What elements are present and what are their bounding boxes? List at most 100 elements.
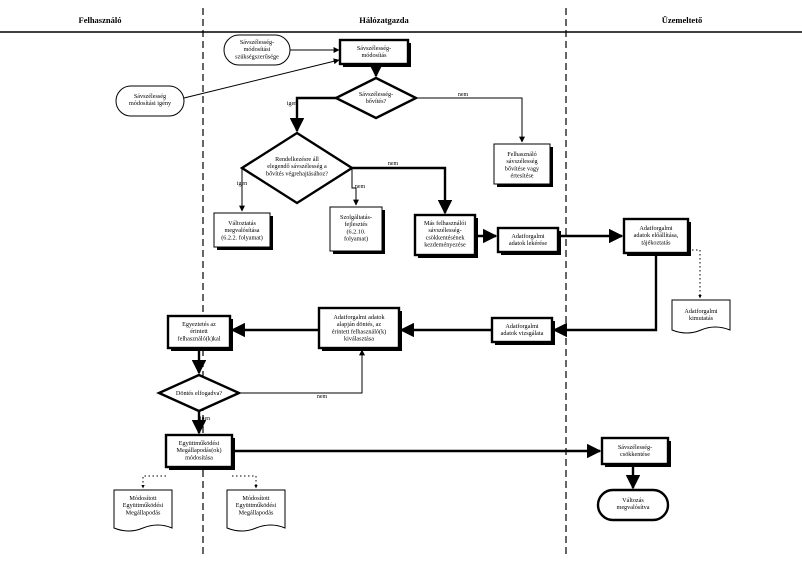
label-line: (6.2.10.	[346, 228, 366, 235]
label-line: módosítása	[185, 454, 213, 461]
label-available-no-other: nem	[388, 161, 399, 167]
label-line: sávszélesség-	[428, 227, 461, 234]
label-line: módosítási igény	[129, 100, 172, 107]
label-line: Együttműködési	[179, 440, 220, 447]
service-dev-text: Szolgáltatás-fejlesztés(6.2.10.folyamat)	[340, 214, 372, 243]
label-line: Sávszélesség-	[240, 39, 274, 46]
label-line: szükségszerűsége	[235, 53, 279, 60]
label-agreement-no: nem	[317, 394, 328, 400]
label-line: Más felhasználói	[424, 220, 466, 227]
label-line: (6.2.2. folyamat)	[221, 234, 263, 241]
label-line: Egyeztetés az	[182, 321, 216, 328]
label-line: Sávszélesség-	[357, 45, 391, 52]
label-line: kimutatás	[689, 315, 714, 322]
label-line: Megállapodás(ok)	[176, 447, 221, 454]
edge-available-no-other	[352, 166, 453, 215]
label-line: kezdeményezése	[424, 242, 466, 249]
label-line: alapján döntés, az	[337, 321, 381, 328]
label-line: Adatforgalmi	[505, 323, 539, 330]
label-line: bővítés végrehajtásához?	[266, 170, 328, 177]
label-line: Változtatás	[228, 220, 256, 227]
label-line: bővítés?	[366, 98, 387, 105]
label-agreement-yes: igen	[200, 416, 210, 422]
label-line: Sávszélesség	[134, 93, 166, 100]
bw-change-box: Sávszélesség-módosítás	[338, 38, 411, 67]
edge-agreement-no	[239, 349, 365, 394]
label-line: Sávszélesség-	[359, 91, 393, 98]
lane-title-network: Hálózatgazda	[359, 15, 409, 25]
label-line: módosítás	[361, 52, 387, 59]
edge-modify-to-doc-user	[141, 475, 166, 489]
label-line: érintett	[190, 328, 208, 335]
edge-available-no-dev	[351, 168, 359, 206]
label-line: Adatforgalmi	[511, 233, 545, 240]
bw-expand-decision: Sávszélesség-bővítés?	[333, 76, 419, 120]
bw-change-text: Sávszélesség-módosítás	[357, 45, 391, 59]
bw-reduce-text: Sávszélesség-csökkentése	[618, 444, 652, 458]
label-line: sávszélesség	[506, 158, 537, 165]
label-line: elegendő sávszélesség a	[267, 163, 327, 170]
agreement-decision: Döntés elfogadva?	[156, 373, 242, 413]
agreement-decision-text: Döntés elfogadva?	[176, 390, 222, 397]
label-line: Együttműködési	[236, 502, 277, 509]
label-line: adatok lekérése	[509, 240, 548, 247]
bw-reduce-box: Sávszélesség-csökkentése	[600, 436, 671, 467]
edge-request-to-change	[183, 58, 340, 99]
label-line: megvalósítva	[617, 504, 650, 511]
label-line: megvalósítása	[224, 227, 259, 234]
label-line: folyamat)	[344, 236, 368, 243]
label-line: Döntés elfogadva?	[176, 390, 222, 397]
bw-expand-decision-text: Sávszélesség-bővítés?	[359, 91, 393, 105]
label-line: fejlesztés	[344, 221, 368, 228]
lane-title-operator: Üzemeltető	[662, 15, 703, 25]
edge-provide-to-review	[552, 253, 658, 338]
label-line: csökkentése	[620, 451, 650, 458]
label-expand-no: nem	[458, 92, 469, 98]
label-line: Módosított	[242, 495, 269, 502]
label-line: Módosított	[129, 495, 156, 502]
label-available-no-dev: nem	[355, 184, 366, 190]
label-line: Rendelkezésre áll	[275, 156, 319, 163]
label-line: tájékoztatás	[641, 239, 671, 246]
edge-provide-to-report	[688, 249, 702, 299]
service-dev-box: Szolgáltatás-fejlesztés(6.2.10.folyamat)	[329, 206, 385, 254]
label-line: Megállapodás	[126, 509, 161, 516]
label-line: adatok előállítása,	[634, 232, 679, 239]
label-line: adatok vizsgálata	[501, 330, 544, 337]
label-line: értesítése	[510, 173, 533, 180]
label-line: Adatforgalmi	[639, 225, 673, 232]
label-line: Adatforgalmi adatok	[333, 314, 385, 321]
edge-expand-no	[416, 97, 525, 143]
label-line: Együttműködési	[123, 502, 164, 509]
label-line: csökkentésének	[426, 234, 466, 241]
label-expand-yes: igen	[287, 101, 297, 107]
